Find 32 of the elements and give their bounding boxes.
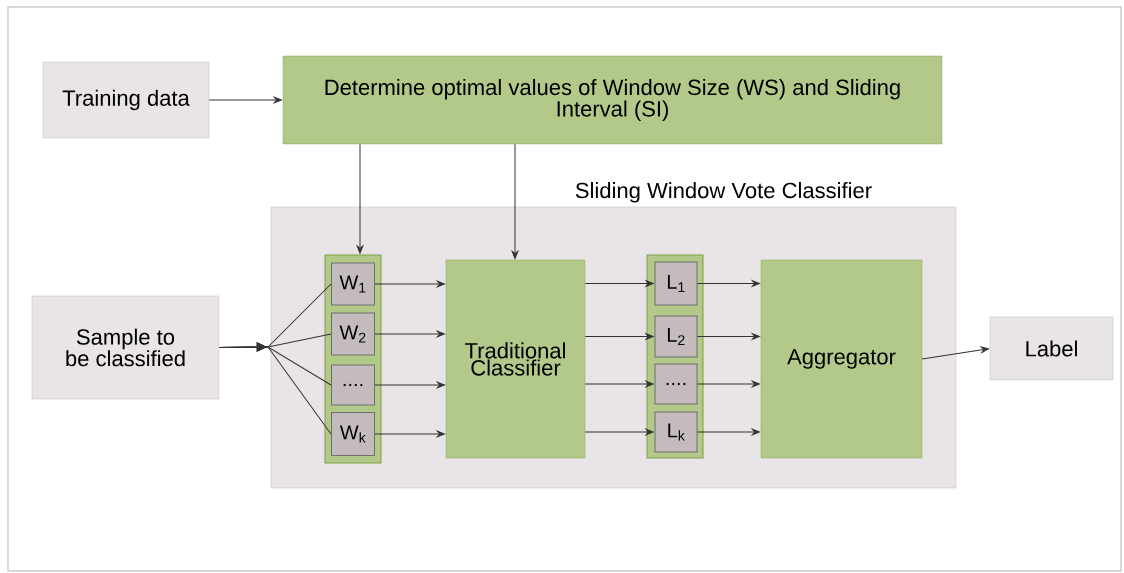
item-box: .... <box>654 363 698 405</box>
input-box: Label <box>989 316 1114 381</box>
arrow <box>697 380 760 388</box>
item-box: W$_{2}$ <box>331 312 375 356</box>
arrow <box>374 381 445 389</box>
arrow <box>697 280 760 287</box>
arrow <box>218 342 332 435</box>
arrow <box>208 96 282 104</box>
input-box: Training data <box>42 61 210 139</box>
item-box: W$_{k}$ <box>331 412 375 456</box>
arrow <box>584 380 654 388</box>
arrow <box>511 143 519 259</box>
arrow <box>374 330 445 338</box>
item-box: .... <box>331 364 375 406</box>
arrow <box>584 428 654 436</box>
node-label: Sliding Window Vote Classifier <box>575 182 872 203</box>
arrow <box>356 143 364 254</box>
process-box: Traditional Classifier <box>445 259 586 459</box>
item-box: W$_{1}$ <box>331 262 375 306</box>
item-box: L$_{2}$ <box>654 315 698 358</box>
item-box: L$_{1}$ <box>654 261 698 306</box>
arrow <box>584 333 654 340</box>
input-box: Sample to be classified <box>31 295 220 400</box>
process-box: Aggregator <box>760 259 923 459</box>
arrow <box>584 280 654 287</box>
process-box: Determine optimal values of Window Size (WS) and Sliding Interval (SI) <box>282 55 943 145</box>
arrow <box>921 346 989 360</box>
item-box: L$_{k}$ <box>654 411 698 453</box>
arrow <box>374 430 445 438</box>
arrow <box>374 280 445 288</box>
arrow <box>697 333 760 340</box>
arrow <box>697 428 760 436</box>
